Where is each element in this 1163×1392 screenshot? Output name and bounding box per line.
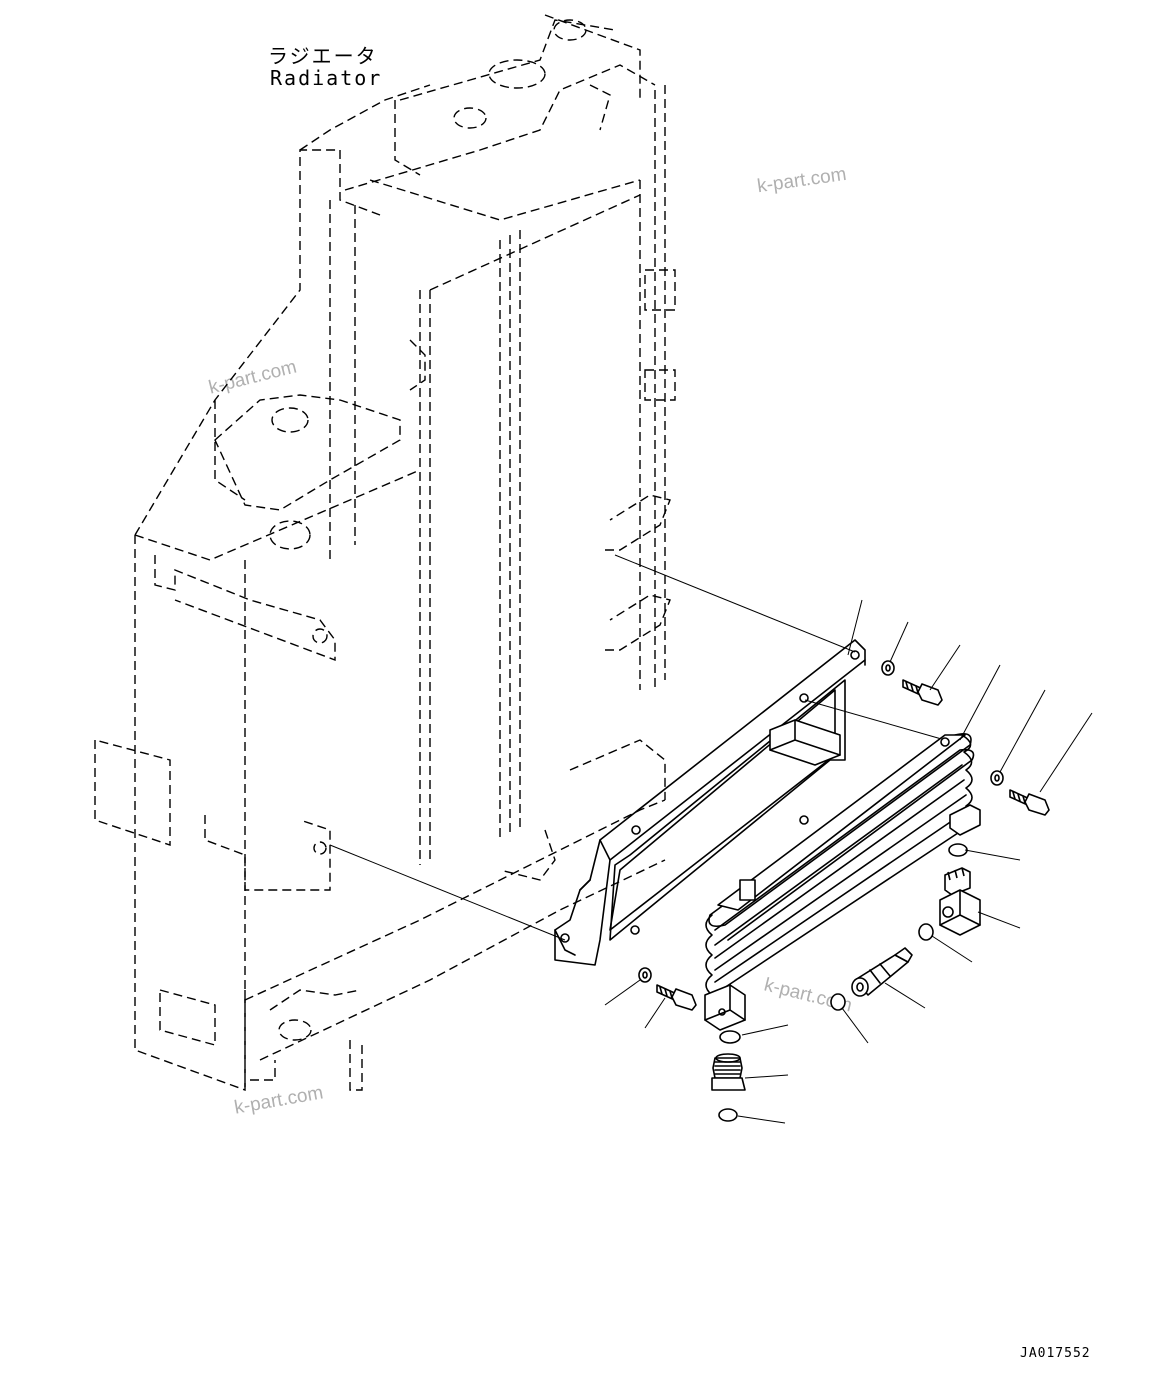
callout-leaders <box>604 599 1093 1124</box>
elbow-fitting <box>939 867 981 936</box>
straight-fitting <box>711 1053 746 1091</box>
drawing-code: JA017552 <box>1020 1346 1091 1361</box>
title-english: Radiator <box>270 66 383 90</box>
radiator-assembly <box>94 14 676 1091</box>
connector <box>851 947 913 997</box>
o-rings <box>718 843 968 1122</box>
bolts <box>656 679 1050 1011</box>
oil-cooler-bracket <box>554 639 866 966</box>
title-japanese: ラジエータ <box>268 44 378 68</box>
assembly-leader-lines <box>329 554 946 941</box>
oil-cooler <box>704 732 981 1031</box>
washers <box>638 660 1004 983</box>
